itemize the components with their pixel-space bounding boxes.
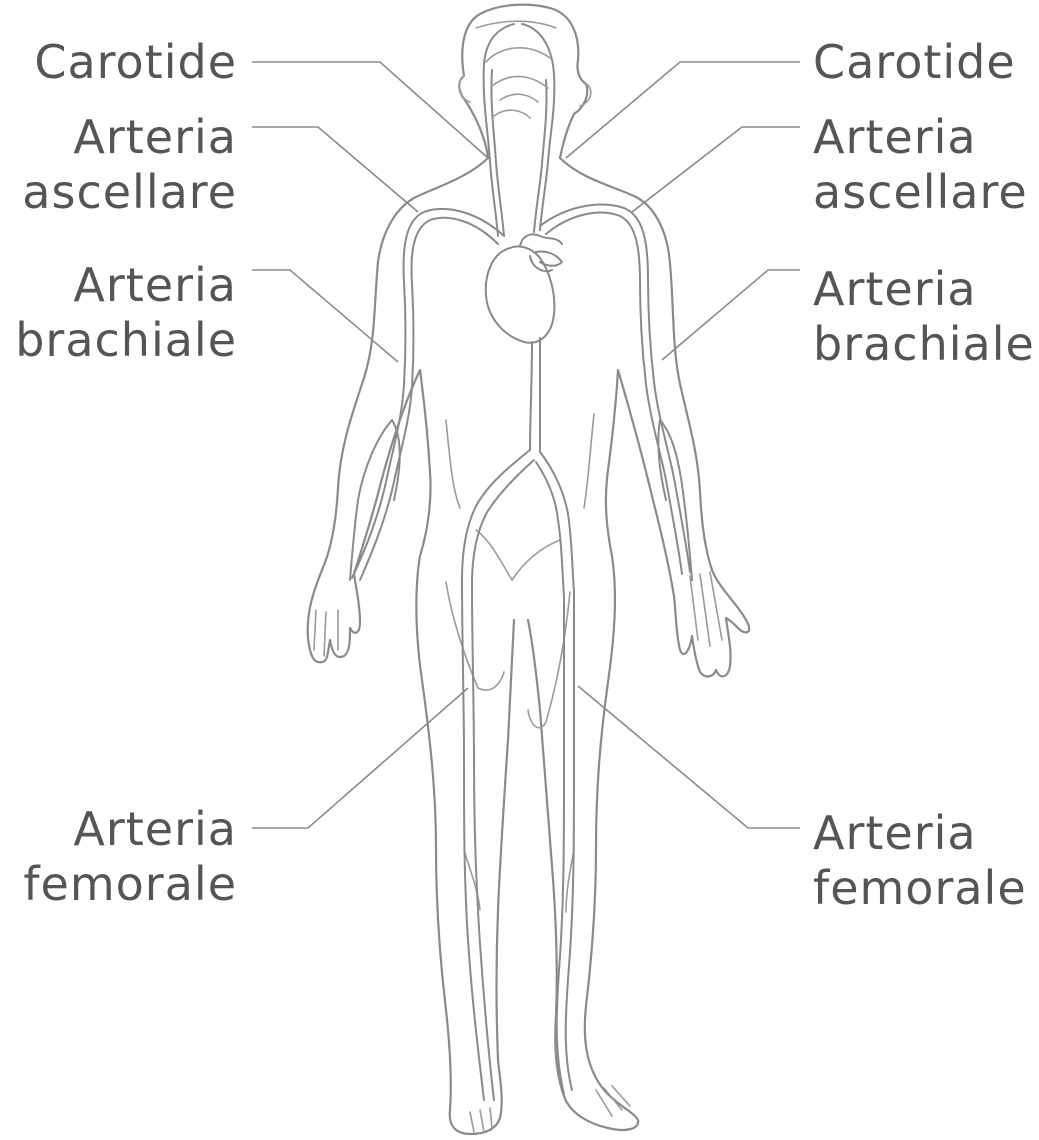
label-carotide-right: Carotide (813, 35, 1016, 90)
arteries (350, 24, 692, 1100)
arteria-brachiale-left-vessel (360, 218, 498, 580)
ear-left (459, 76, 470, 102)
heart (486, 246, 555, 342)
label-text-line1: Arteria (23, 802, 237, 857)
brain-vessels (486, 48, 550, 118)
iliac-left (462, 450, 530, 580)
right-body-outline (528, 158, 749, 1130)
label-text: Carotide (813, 35, 1016, 90)
leader-carotide-right (566, 62, 800, 158)
label-arteria-ascellare-left: Arteria ascellare (22, 110, 237, 220)
leader-carotide-left (252, 62, 488, 158)
label-text-line1: Arteria (813, 806, 1027, 861)
foot-right-toes (596, 1086, 630, 1116)
label-arteria-brachiale-left: Arteria brachiale (15, 258, 237, 368)
aorta-descending (530, 342, 532, 450)
hair-detail (476, 21, 556, 28)
carotid-left-inner (491, 70, 504, 236)
label-text-line2: femorale (813, 861, 1027, 916)
iliac-right (540, 452, 574, 592)
label-arteria-ascellare-right: Arteria ascellare (813, 110, 1028, 220)
leader-brachiale-right (662, 270, 800, 360)
label-text-line1: Arteria (813, 262, 1035, 317)
label-arteria-brachiale-right: Arteria brachiale (813, 262, 1035, 372)
arteria-brachiale-right-vessel (546, 213, 682, 574)
iliac-right-inner (536, 462, 564, 596)
leader-ascellare-right (632, 127, 800, 212)
ribcage-left (446, 420, 460, 508)
label-text-line1: Arteria (813, 110, 1028, 165)
label-text-line1: Arteria (15, 258, 237, 313)
arteria-ascellare-right-vessel (540, 205, 690, 572)
label-text: Carotide (34, 35, 237, 90)
label-text-line2: ascellare (813, 165, 1028, 220)
leader-ascellare-left (252, 127, 418, 212)
label-text-line2: brachiale (813, 317, 1035, 372)
leader-lines (252, 62, 800, 828)
hand-right-fingers (690, 572, 722, 646)
carotid-left-vessel (484, 24, 514, 236)
label-text-line1: Arteria (22, 110, 237, 165)
ribcage-right (584, 414, 594, 508)
foot-left-toes (470, 1108, 492, 1132)
label-text-line2: femorale (23, 857, 237, 912)
heart-vessels (520, 234, 562, 271)
label-text-line2: ascellare (22, 165, 237, 220)
label-text-line2: brachiale (15, 313, 237, 368)
label-arteria-femorale-left: Arteria femorale (23, 802, 237, 912)
hand-left-fingers (314, 610, 338, 656)
arteria-femorale-right-vessel (566, 592, 574, 1090)
label-arteria-femorale-right: Arteria femorale (813, 806, 1027, 916)
hip-left (446, 582, 504, 690)
label-carotide-left: Carotide (34, 35, 237, 90)
leader-femorale-right (578, 686, 800, 828)
pelvis-outline (476, 530, 560, 580)
carotid-right-inner (534, 80, 547, 232)
ear-right (580, 84, 591, 106)
